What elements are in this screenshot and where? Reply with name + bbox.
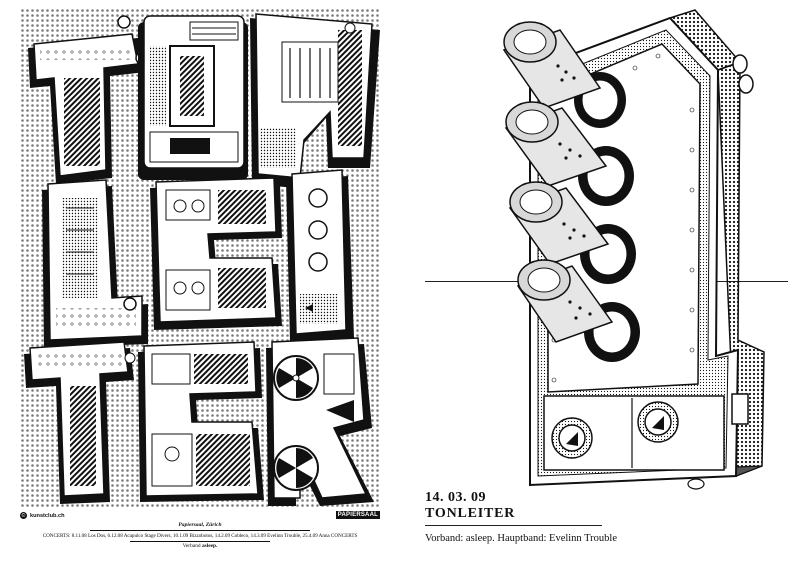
event-date: 14. 03. 09 [425,490,486,505]
letter-e-row3 [138,341,264,502]
event-title: TONLEITER [425,506,516,521]
footer-divider-2 [130,541,270,542]
footer-divider-1 [90,530,310,531]
papiersaal-logo: PAPIERSAAL [335,511,380,519]
footswitch-left [551,417,593,459]
right-poster: 14. 03. 09 TONLEITER Vorband: asleep. Ha… [420,0,800,565]
tube-3 [508,181,636,284]
letter-i-row2 [286,169,354,342]
support-prefix: Verband [182,543,201,549]
tube-2 [504,101,634,206]
left-poster: © kunstclub.ch PAPIERSAAL Papiersaal, Zü… [20,8,380,556]
kunstclub-logo: © kunstclub.ch [20,512,65,519]
kunstclub-logo-text: kunstclub.ch [30,512,65,519]
support-band: asleep. [201,543,218,549]
venue-text: Papiersaal, Zürich [178,522,222,528]
horizontal-rule-right [706,281,788,282]
letter-t-row3 [24,341,136,504]
letter-l-row2 [42,179,148,348]
letter-o-row1 [138,15,248,180]
kunstclub-logo-icon: © [20,512,27,519]
tube-1 [502,21,626,128]
horizontal-rule-left [425,281,535,282]
letter-e-row2 [150,177,282,330]
concert-lineup-text: CONCERTS: 8.11.08 Los Dos, 6.12.08 Acapu… [42,533,358,539]
letter-r-row3 [266,337,374,506]
left-poster-footer: © kunstclub.ch PAPIERSAAL Papiersaal, Zü… [20,510,380,556]
support-act-text: Verband asleep. [20,543,380,549]
footswitch-right [637,401,679,443]
tonleiter-letters-artwork [20,8,380,508]
bands-text: Vorband: asleep. Hauptband: Evelinn Trou… [425,533,617,544]
letter-i-pedal-artwork [502,9,765,490]
tube-4 [516,259,640,362]
letter-n-row1 [250,13,380,188]
title-divider [425,525,602,526]
letter-t-row1 [28,15,149,184]
